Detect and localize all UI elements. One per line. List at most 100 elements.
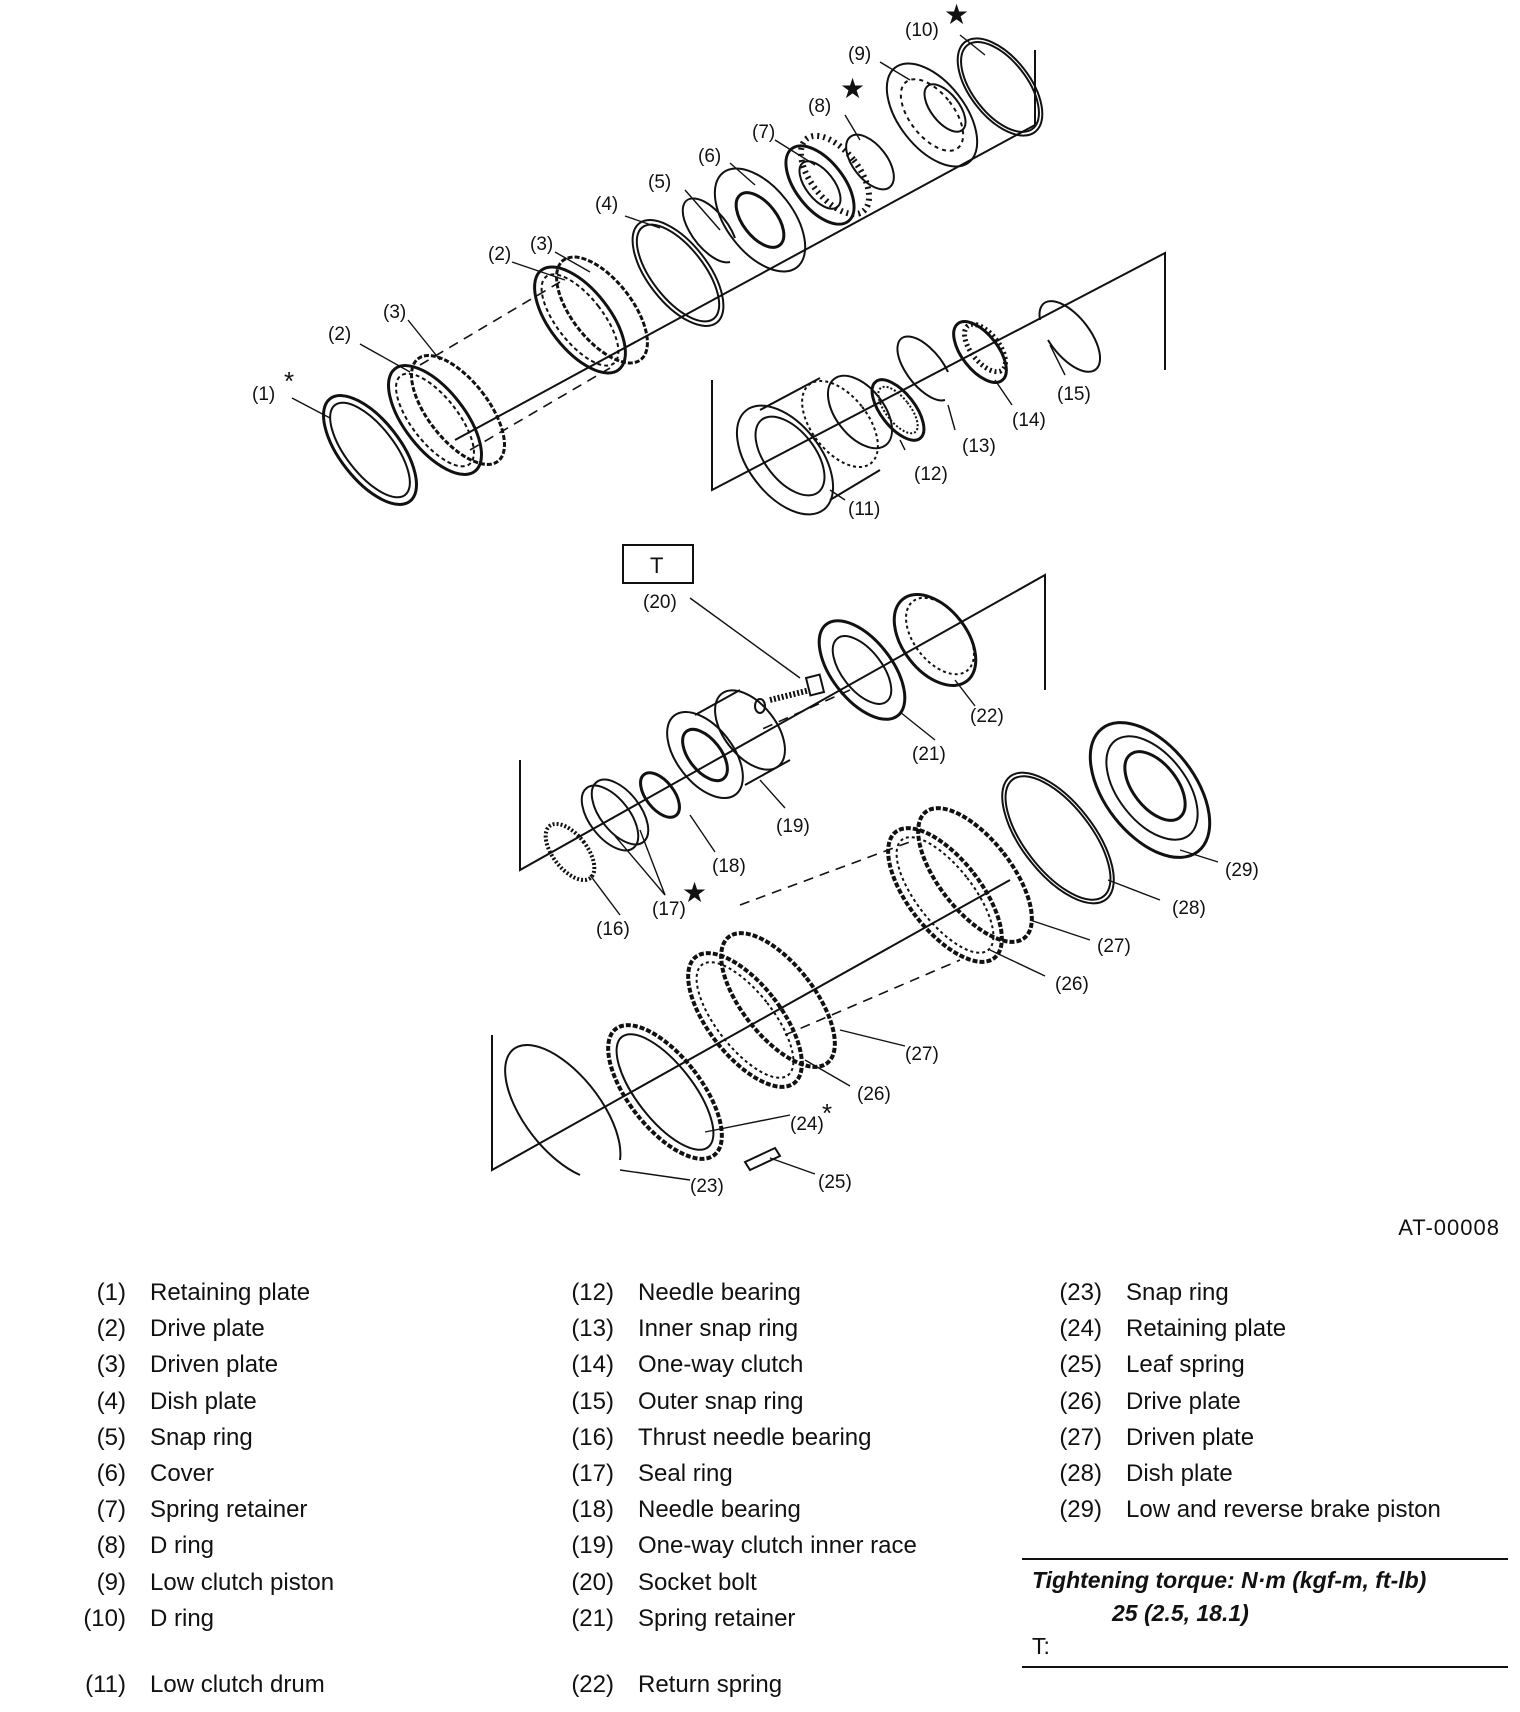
legend-name: D ring [150,1604,215,1632]
legend-number: (3) [96,1351,126,1379]
legend-item: (19) One-way clutch inner race [548,1528,917,1564]
panel-outline-middle [519,573,1046,872]
legend-number: (28) [1059,1459,1102,1487]
torque-key: T: [1032,1633,1050,1659]
legend-item: (9) Low clutch piston [60,1565,334,1601]
legend-name: Spring retainer [638,1604,796,1632]
legend-item: (16) Thrust needle bearing [548,1420,917,1456]
callout-1: (1) [252,384,275,405]
legend-name: Low clutch piston [150,1568,335,1596]
legend-name: Needle bearing [638,1496,801,1524]
legend-column-2: (12) Needle bearing (13) Inner snap ring (… [548,1275,917,1703]
legend-name: Low clutch drum [150,1670,325,1698]
callout-2: (2) [328,324,351,345]
legend-number: (5) [96,1423,126,1451]
torque-marker-box [622,544,694,584]
legend-item: (20) Socket bolt [548,1565,917,1601]
callout-5: (5) [648,172,671,193]
callout-star: ★ [682,877,707,908]
legend-name: Driven plate [1126,1423,1255,1451]
legend-number: (19) [571,1532,614,1560]
legend-number: (6) [96,1459,126,1487]
callout-14: (14) [1012,410,1046,431]
legend-name: Needle bearing [638,1279,801,1306]
legend-number: (12) [571,1279,614,1306]
callout-21: (21) [912,744,946,765]
legend-item: (29) Low and reverse brake piston [1036,1492,1441,1528]
legend-item: (15) Outer snap ring [548,1384,917,1420]
callout-13: (13) [962,436,996,457]
callout-20: (20) [643,592,677,613]
legend-item: (27) Driven plate [1036,1420,1441,1456]
legend-item: (12) Needle bearing [548,1275,917,1311]
callout-16: (16) [596,919,630,940]
legend-name: Retaining plate [1126,1315,1287,1343]
legend-number: (25) [1059,1351,1102,1379]
legend-name: One-way clutch inner race [638,1532,917,1560]
callout-3: (3) [383,302,406,323]
legend-item: (23)Snap ring [1036,1275,1441,1311]
legend-name: Low and reverse brake piston [1126,1496,1441,1524]
legend-number: (26) [1059,1387,1102,1415]
legend-name: Driven plate [150,1351,279,1379]
callout-3: (3) [530,234,553,255]
legend-item: (8)D ring [60,1528,334,1564]
callout-22: (22) [970,706,1004,727]
legend-item: (24)Retaining plate [1036,1311,1441,1347]
legend-name: Return spring [638,1670,783,1698]
legend-name: Retaining plate [150,1279,311,1306]
legend-item: (22)Return spring [548,1667,917,1703]
legend-name: Dish plate [150,1387,257,1415]
legend-number: (27) [1059,1423,1102,1451]
callout-19: (19) [776,816,810,837]
callout-27: (27) [905,1044,939,1065]
callout-6: (6) [698,146,721,167]
legend-column-3: (23)Snap ring (24)Retaining plate (25)Le… [1036,1275,1441,1528]
callout-17: (17) [652,899,686,920]
legend-item: (28)Dish plate [1036,1456,1441,1492]
legend-item: (25)Leaf spring [1036,1347,1441,1383]
legend-number: (7) [96,1496,126,1524]
legend-number: (13) [571,1315,614,1343]
legend-name: Drive plate [150,1315,265,1343]
callout-15: (15) [1057,384,1091,405]
legend-name: Socket bolt [638,1568,757,1596]
exploded-view-diagram: T (1) * (2) (3) (2) (3) (4) (5) (6) (7) … [252,0,1259,1197]
torque-title: Tightening torque: N·m (kgf-m, ft-lb) [1032,1567,1427,1593]
callout-11: (11) [848,499,880,520]
legend-name: Drive plate [1126,1387,1241,1415]
legend-name: Snap ring [150,1423,253,1451]
legend-item: (26) Drive plate [1036,1384,1441,1420]
callout-star: ★ [840,73,865,104]
legend-number: (14) [571,1351,614,1379]
legend-number: (4) [96,1387,126,1415]
figure-id: AT-00008 [1398,1215,1500,1240]
callout-asterisk: * [822,1098,832,1128]
callout-12: (12) [914,464,948,485]
callout-9: (9) [848,44,871,65]
legend-item: (1)Retaining plate [60,1275,334,1311]
legend-number: (20) [571,1568,614,1596]
torque-value: 25 (2.5, 18.1) [1112,1600,1249,1626]
callout-star: ★ [944,0,969,30]
callout-8: (8) [808,96,831,117]
legend-number: (16) [571,1423,614,1451]
legend-name: Thrust needle bearing [638,1423,872,1451]
legend-number: (9) [96,1568,126,1596]
callout-4: (4) [595,194,618,215]
legend-column-1: (1)Retaining plate (2)Drive plate (3) Dri… [60,1275,334,1703]
legend-number: (15) [571,1387,614,1415]
legend-name: Outer snap ring [638,1387,804,1415]
legend-name: Inner snap ring [638,1315,799,1343]
legend-number: (29) [1059,1496,1102,1524]
panel-outline-drum [711,251,1166,492]
legend-number: (8) [96,1532,126,1560]
callout-26: (26) [857,1084,891,1105]
legend-item: (2)Drive plate [60,1311,334,1347]
tightening-torque-table: Tightening torque: N·m (kgf-m, ft-lb) 25… [1022,1558,1508,1668]
callout-2: (2) [488,244,511,265]
legend-name: Snap ring [1126,1279,1229,1306]
legend-item: (3) Driven plate [60,1347,334,1383]
legend-number: (10) [83,1604,126,1632]
callout-23: (23) [690,1176,724,1197]
